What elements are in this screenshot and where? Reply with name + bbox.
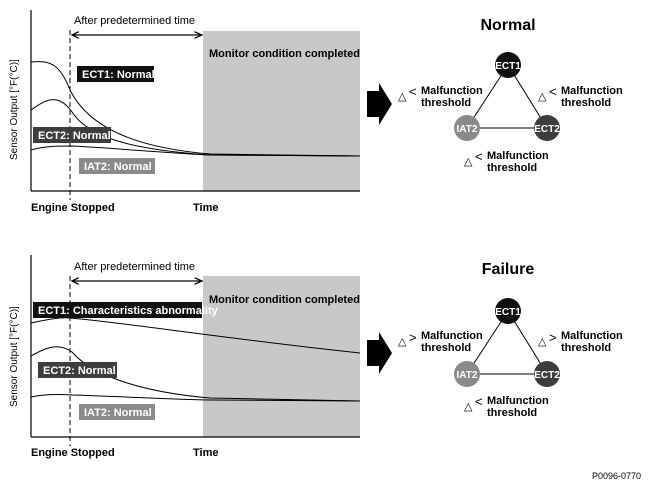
y-axis-label: Sensor Output [°F(°C)]	[9, 306, 20, 407]
ect1-label: ECT1: Characteristics abnormality	[38, 305, 219, 317]
delta-icon: △	[398, 336, 407, 348]
threshold-line2: threshold	[561, 97, 611, 109]
greater-than-symbol: >	[409, 330, 417, 345]
node-ect1-label: ECT1	[495, 61, 521, 72]
transition-arrow	[367, 332, 392, 374]
x-start-label: Engine Stopped	[31, 447, 115, 459]
node-ect1	[495, 298, 521, 324]
ect2-curve	[30, 99, 361, 157]
ect1-curve	[30, 61, 361, 157]
delta-icon: △	[398, 91, 407, 103]
node-iat2-label: IAT2	[457, 124, 478, 135]
threshold-line1: Malfunction	[561, 85, 623, 97]
ect2-label-box	[38, 362, 117, 378]
threshold-bottom: △ < Malfunction threshold	[464, 394, 549, 419]
monitor-label: Monitor condition completed	[209, 294, 360, 306]
x-end-label: Time	[193, 447, 218, 459]
ect1-curve	[30, 317, 361, 354]
ect1-label: ECT1: Normal	[82, 69, 155, 81]
transition-arrow	[367, 83, 392, 125]
less-than-symbol: <	[549, 84, 557, 99]
panel-normal: Monitor condition completed Sensor Outpu…	[9, 10, 623, 214]
threshold-left: △ > Malfunction threshold	[398, 330, 483, 354]
iat2-label: IAT2: Normal	[84, 161, 152, 173]
threshold-right: △ > Malfunction threshold	[538, 330, 623, 354]
threshold-line2: threshold	[487, 407, 537, 419]
threshold-right: △ < Malfunction threshold	[538, 84, 623, 109]
ect1-label-box	[77, 66, 154, 82]
monitor-region	[203, 276, 360, 437]
iat2-label-box	[79, 158, 155, 174]
delta-icon: △	[464, 401, 473, 413]
threshold-line2: threshold	[487, 162, 537, 174]
threshold-line1: Malfunction	[487, 150, 549, 162]
threshold-line2: threshold	[421, 342, 471, 354]
node-ect2	[534, 361, 560, 387]
less-than-symbol: <	[475, 394, 483, 409]
node-ect2-label: ECT2	[534, 124, 560, 135]
monitor-label: Monitor condition completed	[209, 48, 360, 60]
node-ect2	[534, 115, 560, 141]
iat2-label-box	[79, 404, 155, 420]
node-ect1	[495, 52, 521, 78]
threshold-left: △ < Malfunction threshold	[398, 84, 483, 109]
y-axis-label: Sensor Output [°F(°C)]	[9, 59, 20, 160]
predetermined-label: After predetermined time	[74, 261, 195, 273]
document-id: P0096-0770	[592, 471, 641, 481]
delta-icon: △	[538, 91, 547, 103]
less-than-symbol: <	[475, 149, 483, 164]
state-title: Failure	[482, 261, 535, 278]
x-start-label: Engine Stopped	[31, 202, 115, 214]
iat2-curve	[30, 393, 361, 402]
threshold-line2: threshold	[561, 342, 611, 354]
delta-icon: △	[538, 336, 547, 348]
delta-icon: △	[464, 156, 473, 168]
threshold-line1: Malfunction	[421, 85, 483, 97]
threshold-line1: Malfunction	[421, 330, 483, 342]
threshold-line1: Malfunction	[487, 395, 549, 407]
ect2-label-box	[33, 127, 111, 143]
node-iat2-label: IAT2	[457, 370, 478, 381]
ect2-label: ECT2: Normal	[38, 130, 111, 142]
panel-failure: Monitor condition completed Sensor Outpu…	[9, 255, 623, 459]
threshold-line1: Malfunction	[561, 330, 623, 342]
threshold-bottom: △ < Malfunction threshold	[464, 149, 549, 174]
ect1-label-box	[33, 302, 202, 318]
monitor-region	[203, 31, 360, 191]
predetermined-label: After predetermined time	[74, 15, 195, 27]
ect2-label: ECT2: Normal	[43, 365, 116, 377]
less-than-symbol: <	[409, 84, 417, 99]
node-iat2	[454, 361, 480, 387]
node-ect1-label: ECT1	[495, 307, 521, 318]
node-iat2	[454, 115, 480, 141]
iat2-curve	[30, 145, 361, 157]
x-end-label: Time	[193, 202, 218, 214]
threshold-line2: threshold	[421, 97, 471, 109]
node-ect2-label: ECT2	[534, 370, 560, 381]
state-title: Normal	[480, 17, 535, 34]
greater-than-symbol: >	[549, 330, 557, 345]
iat2-label: IAT2: Normal	[84, 407, 152, 419]
